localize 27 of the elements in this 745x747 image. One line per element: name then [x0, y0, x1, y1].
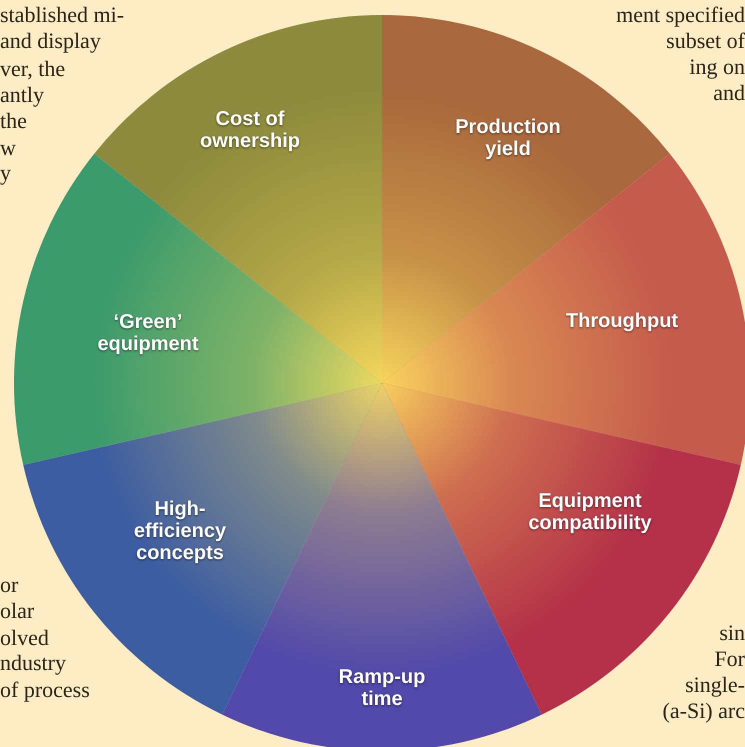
article-text: y	[0, 162, 11, 184]
article-text: or	[0, 574, 18, 596]
article-text: ver, the	[0, 58, 66, 80]
slice-label: Ramp-up time	[338, 666, 426, 710]
article-text: subset of	[666, 30, 745, 52]
article-text: w	[0, 137, 16, 159]
article-text: sin	[719, 622, 745, 644]
slice-label: ‘Green’ equipment	[96, 311, 200, 355]
article-text: of process	[0, 679, 90, 701]
slice-label: Equipment compatibility	[527, 490, 653, 534]
article-text: ndustry	[0, 652, 66, 674]
article-text: For	[714, 648, 745, 670]
slice-label: High-efficiency concepts	[132, 498, 228, 564]
slice-label: Throughput	[564, 310, 680, 332]
article-text: olved	[0, 627, 49, 649]
article-text: and	[713, 82, 745, 104]
article-text: stablished mi-	[0, 4, 124, 26]
article-text: (a-Si) arc	[662, 700, 745, 722]
slice-label: Production yield	[454, 116, 562, 160]
article-text: ing on	[689, 56, 745, 78]
article-text: antly	[0, 84, 44, 106]
article-text: olar	[0, 600, 34, 622]
article-text: and display	[0, 30, 101, 52]
slice-label: Cost of ownership	[198, 108, 301, 152]
article-text: the	[0, 110, 27, 132]
article-text: single-	[685, 674, 745, 696]
article-text: ment specified	[616, 4, 745, 26]
